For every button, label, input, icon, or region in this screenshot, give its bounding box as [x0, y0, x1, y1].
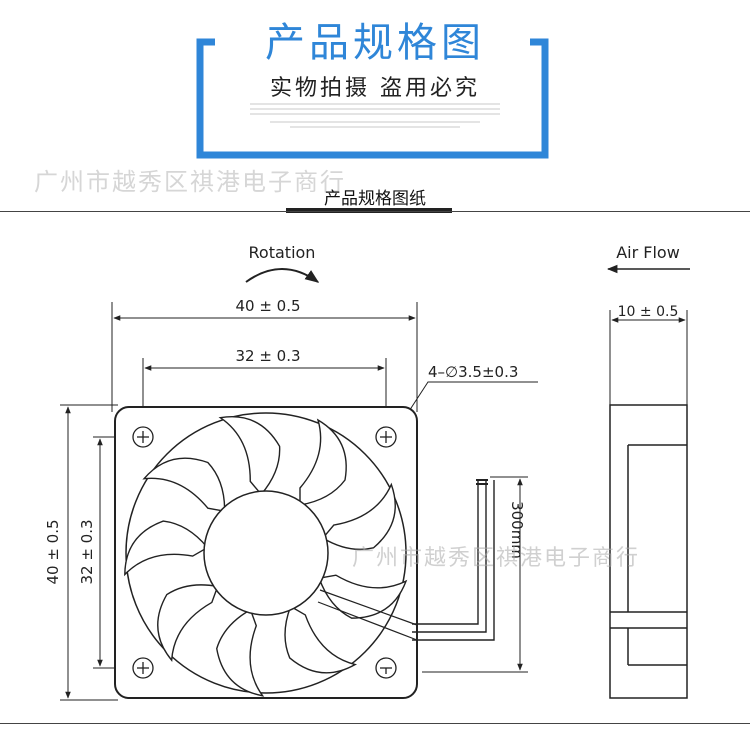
- bottom-rule: [0, 723, 750, 724]
- page-subtitle: 实物拍摄 盗用必究: [270, 76, 480, 101]
- thickness-dim: [609, 310, 688, 405]
- side-view: [609, 404, 688, 699]
- outer-height-dim: [60, 404, 118, 701]
- cable-length-dim: [422, 476, 528, 673]
- fan-strut: [317, 589, 418, 641]
- cable-ends: [476, 479, 488, 485]
- cable-length-label: 300mm: [508, 501, 526, 559]
- hole-spec-leader: [399, 381, 538, 426]
- hole-spacing-dim: [142, 358, 387, 412]
- fan-blades: [124, 416, 408, 697]
- hole-spec-label: 4–∅3.5±0.3: [428, 363, 518, 381]
- side-view-body: [609, 404, 688, 699]
- header-frame-bracket: [196, 38, 549, 159]
- fan-hub: [203, 490, 329, 616]
- rotation-label: Rotation: [249, 243, 316, 262]
- mounting-holes: [132, 426, 397, 679]
- header-fine-print: [250, 103, 500, 128]
- page-title: 产品规格图: [265, 20, 485, 66]
- section-rule: [0, 211, 750, 212]
- outer-height-label: 40 ± 0.5: [44, 519, 62, 584]
- outer-width-dim: [111, 302, 418, 412]
- section-title: 产品规格图纸: [324, 189, 426, 209]
- hole-spacing-vertical-label: 32 ± 0.3: [78, 519, 96, 584]
- section-underline: [286, 208, 452, 213]
- outer-width-label: 40 ± 0.5: [235, 297, 300, 315]
- airflow-label: Air Flow: [616, 243, 680, 262]
- cable-wires: [412, 480, 495, 641]
- header-frame: [196, 38, 549, 159]
- rotation-arrow: [245, 268, 320, 283]
- hole-spacing-label: 32 ± 0.3: [235, 347, 300, 365]
- shop-name: 广州市越秀区祺港电子商行: [34, 168, 346, 196]
- watermark: 广州市越秀区祺港电子商行: [352, 546, 641, 571]
- thickness-label: 10 ± 0.5: [618, 304, 679, 320]
